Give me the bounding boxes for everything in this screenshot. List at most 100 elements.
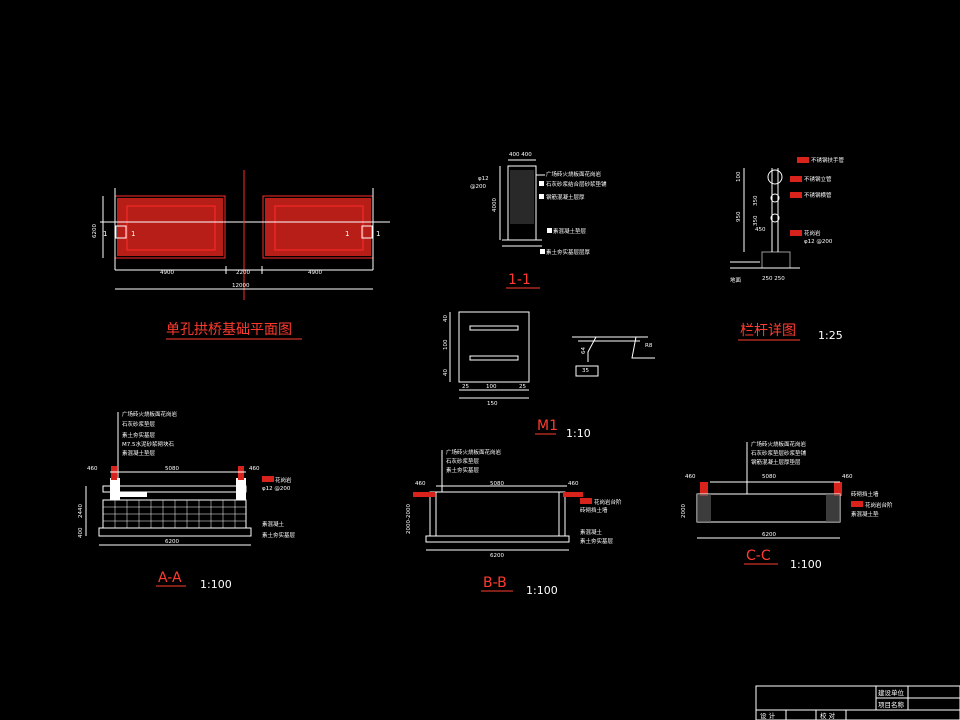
m1-dim-s1: 64: [581, 347, 587, 354]
bb-dim-l: 460: [415, 481, 426, 487]
section-b-b: 5080 460 460 6200 2000-2000 广场砖火烧板面花岗岩 石…: [406, 448, 622, 597]
bb-rlabel-2: 砖砌挡土墙: [580, 506, 608, 514]
m1-dim-s3: R8: [645, 343, 653, 349]
s11-label-4: 素混凝土垫层: [553, 227, 587, 235]
plan-mark-2: 1: [131, 230, 135, 238]
rail-label-1: 不锈钢扶手管: [811, 156, 845, 164]
aa-dim-bottom: 6200: [165, 539, 179, 545]
aa-rlabel-1: 花岗岩: [275, 476, 292, 484]
rail-dim-a: 100: [736, 171, 742, 182]
cc-dim-l: 460: [685, 474, 696, 480]
cc-scale: 1:100: [790, 558, 822, 571]
plan-mark-4: 1: [376, 230, 380, 238]
bb-step-r: [563, 492, 583, 497]
m1-plate: [458, 311, 530, 383]
cc-label-1: 广场砖火烧板面花岗岩: [751, 440, 807, 448]
m1-dim-l2: 100: [443, 339, 449, 350]
m1-detail: 40 100 40 25 100 25 150 64 35 R8 M1 1:10: [443, 311, 655, 440]
bb-dim-top: 5080: [490, 481, 504, 487]
rail-label-4: 花岗岩: [804, 229, 821, 237]
cc-title: C-C: [746, 548, 771, 564]
aa-post-l: [110, 478, 120, 500]
m1-dim-l3: 40: [443, 369, 449, 376]
bb-title: B-B: [483, 575, 507, 591]
aa-rlabel-3: 素混凝土: [262, 520, 285, 528]
bb-rlabel-3: 素混凝土: [580, 528, 603, 536]
tb-r2: 项目名称: [878, 700, 905, 709]
plan-dim-height: 6200: [92, 224, 98, 238]
aa-label-2: 石灰砂浆垫层: [122, 420, 156, 428]
aa-title: A-A: [158, 570, 182, 586]
plan-mark-1: 1: [103, 230, 107, 238]
aa-post-r: [236, 478, 246, 500]
aa-dim-h1: 2440: [78, 504, 84, 518]
m1-dim-b1: 25: [462, 384, 469, 390]
bb-body: [429, 491, 566, 537]
aa-dim-h2: 400: [78, 527, 84, 538]
aa-rlabel-4: 素土夯实基层: [262, 531, 296, 539]
m1-dim-l1: 40: [443, 315, 449, 322]
title-block: 建设单位 项目名称 设 计 校 对: [755, 685, 960, 720]
s11-label-2: 石灰砂浆结合层砂浆垫铺: [546, 180, 607, 188]
m1-dim-s2: 35: [582, 368, 589, 374]
aa-scale: 1:100: [200, 578, 232, 591]
rail-dim-b: 350: [753, 195, 759, 206]
bb-dim-bottom: 6200: [490, 553, 504, 559]
rail-label-3: 不锈钢横管: [804, 191, 832, 199]
cc-label-3: 钢筋混凝土层厚垫层: [751, 458, 801, 466]
section-1-1: 400 400 φ12 @200 4000 广场砖火烧板面花岗岩 石灰砂浆结合层…: [470, 152, 607, 289]
cc-body: [696, 493, 841, 523]
cc-rlabel-3: 素混凝土垫: [851, 510, 879, 518]
plan-right-inner: [274, 205, 364, 251]
bb-label-3: 素土夯实基层: [446, 466, 480, 474]
plan-section-box-r: [361, 225, 373, 239]
plan-mark-3: 1: [345, 230, 349, 238]
aa-label-4: M7.5水泥砂浆砌块石: [122, 440, 174, 448]
m1-dim-b2: 100: [486, 384, 497, 390]
m1-title: M1: [537, 418, 558, 434]
railing-detail: 100 350 350 950 450 250 250 地面 不锈钢扶手管 不锈…: [730, 156, 845, 342]
m1-dim-total: 150: [487, 401, 498, 407]
cc-rlabel-1: 砖砌挡土墙: [851, 490, 879, 498]
section-c-c: 5080 460 460 6200 2000 广场砖火烧板面花岗岩 石灰砂浆垫层…: [681, 440, 893, 571]
rail-label-2: 不锈钢立管: [804, 175, 832, 183]
plan-right-hatch: [265, 198, 371, 256]
bb-dim-h: 2000-2000: [406, 504, 412, 534]
m1-scale: 1:10: [566, 427, 591, 440]
aa-label-3: 素土夯实基层: [122, 431, 156, 439]
plan-view: 1 1 1 1 4900 2200 4900 12000 6200 单孔拱桥基础…: [92, 170, 390, 340]
cc-dim-bottom: 6200: [762, 532, 776, 538]
rail-label-5: φ12 @200: [804, 239, 833, 245]
aa-dim-l: 460: [87, 466, 98, 472]
rail-dim-total: 950: [736, 211, 742, 222]
rail-ground: 地面: [730, 276, 742, 284]
plan-dim-total: 12000: [232, 283, 250, 289]
plan-section-box-l: [115, 225, 127, 239]
section-a-a: 5080 460 460 6200 2440 400 广场砖火烧板面花岗岩 石灰…: [78, 410, 296, 591]
s11-label-3: 钢筋混凝土层厚: [546, 193, 585, 201]
aa-rlabel-2: φ12 @200: [262, 486, 291, 492]
rail-dim-e: 250 250: [762, 276, 785, 282]
bb-dim-r: 460: [568, 481, 579, 487]
s11-dim-side1: φ12: [478, 176, 489, 182]
aa-dim-r: 460: [249, 466, 260, 472]
s11-label-1: 广场砖火烧板面花岗岩: [546, 170, 602, 178]
plan-title: 单孔拱桥基础平面图: [166, 321, 292, 338]
plan-dim-right: 4900: [308, 270, 322, 276]
plan-dim-left: 4900: [160, 270, 174, 276]
rail-dim-c: 350: [753, 215, 759, 226]
plan-dim-mid: 2200: [236, 270, 250, 276]
aa-dim-top: 5080: [165, 466, 179, 472]
bb-rlabel-4: 素土夯实基层: [580, 537, 614, 545]
s11-dim-top: 400 400: [509, 152, 532, 158]
cc-dim-top: 5080: [762, 474, 776, 480]
cc-rlabel-2: 花岗岩台阶: [865, 501, 893, 509]
bb-scale: 1:100: [526, 584, 558, 597]
plan-left-inner: [126, 205, 216, 251]
s11-dim-side2: @200: [470, 184, 486, 190]
cc-dim-r: 460: [842, 474, 853, 480]
aa-label-1: 广场砖火烧板面花岗岩: [122, 410, 178, 418]
bb-step-l: [413, 492, 435, 497]
tb-r1: 建设单位: [878, 688, 905, 697]
bb-rlabel-1: 花岗岩台阶: [594, 498, 622, 506]
